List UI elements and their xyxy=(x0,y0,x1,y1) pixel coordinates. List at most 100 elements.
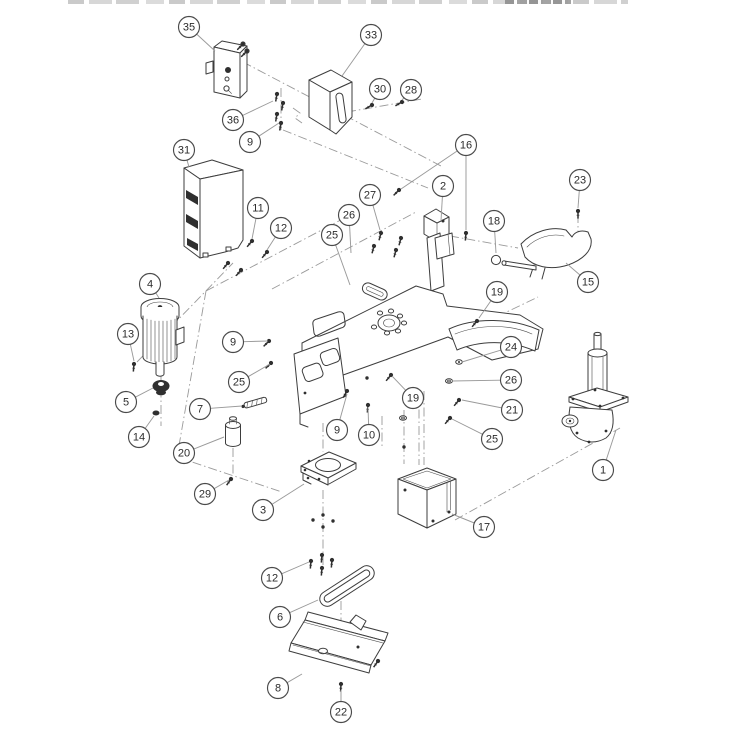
balloon-1: 1 xyxy=(591,458,615,482)
svg-text:25: 25 xyxy=(233,377,245,389)
leader-line-31 xyxy=(186,159,190,168)
svg-text:27: 27 xyxy=(364,190,376,202)
svg-text:22: 22 xyxy=(335,707,347,719)
leader-line-16 xyxy=(400,150,458,190)
svg-text:15: 15 xyxy=(582,277,594,289)
svg-text:25: 25 xyxy=(486,434,498,446)
balloon-4: 4 xyxy=(138,272,162,296)
leader-line-2 xyxy=(440,196,443,222)
svg-text:20: 20 xyxy=(178,448,190,460)
leader-line-19 xyxy=(391,375,407,391)
leader-line-25 xyxy=(335,244,351,286)
leader-line-15 xyxy=(565,262,581,276)
balloon-21: 21 xyxy=(500,398,524,422)
leader-line-19 xyxy=(478,300,492,319)
svg-text:21: 21 xyxy=(506,405,518,417)
balloon-30: 30 xyxy=(368,77,392,101)
balloon-25: 25 xyxy=(480,427,504,451)
balloon-5: 5 xyxy=(114,390,138,414)
part-spindle-assembly xyxy=(561,331,629,444)
part-adapter-plate xyxy=(300,451,357,486)
svg-text:3: 3 xyxy=(260,505,266,517)
leader-line-30 xyxy=(371,97,376,104)
balloon-10: 10 xyxy=(357,423,381,447)
svg-text:13: 13 xyxy=(122,329,134,341)
svg-text:29: 29 xyxy=(199,489,211,501)
leader-line-11 xyxy=(251,218,257,240)
svg-text:9: 9 xyxy=(247,137,253,149)
balloon-2: 2 xyxy=(431,174,455,198)
svg-text:16: 16 xyxy=(460,140,472,152)
svg-text:9: 9 xyxy=(334,425,340,437)
svg-text:19: 19 xyxy=(491,287,503,299)
balloon-12: 12 xyxy=(269,216,293,240)
part-upright-bracket xyxy=(423,208,455,292)
svg-text:2: 2 xyxy=(440,181,446,193)
leader-line-35 xyxy=(196,33,216,52)
balloon-23: 23 xyxy=(568,168,592,192)
balloon-31: 31 xyxy=(172,138,196,162)
cropped-header-text xyxy=(68,0,628,4)
svg-text:5: 5 xyxy=(123,397,129,409)
part-capacitor xyxy=(225,416,241,447)
leader-line-9 xyxy=(243,340,269,343)
leader-line-25 xyxy=(451,418,483,435)
leader-line-25 xyxy=(247,363,271,378)
leader-line-26 xyxy=(349,225,352,254)
balloon-7: 7 xyxy=(188,397,212,421)
svg-text:26: 26 xyxy=(505,375,517,387)
leader-line-13 xyxy=(129,344,135,362)
svg-text:7: 7 xyxy=(197,404,203,416)
svg-text:26: 26 xyxy=(343,210,355,222)
leader-line-33 xyxy=(341,43,366,77)
svg-text:36: 36 xyxy=(227,115,239,127)
leader-line-29 xyxy=(213,479,230,490)
balloon-28: 28 xyxy=(399,78,423,102)
part-pivot-pin xyxy=(241,396,268,409)
leader-line-9 xyxy=(258,122,280,137)
part-drive-belt xyxy=(319,565,375,607)
part-switch-cover xyxy=(308,69,353,135)
balloon-16: 16 xyxy=(454,133,478,157)
fasteners xyxy=(130,90,581,693)
svg-text:12: 12 xyxy=(275,223,287,235)
balloon-26: 26 xyxy=(337,203,361,227)
balloon-26: 26 xyxy=(499,368,523,392)
leader-line-10 xyxy=(367,406,370,425)
leader-line-12 xyxy=(266,236,276,251)
balloon-15: 15 xyxy=(576,270,600,294)
balloon-18: 18 xyxy=(482,209,506,233)
part-chip-box xyxy=(397,467,457,529)
part-shaft-nut xyxy=(152,410,160,416)
leader-line-20 xyxy=(193,436,225,450)
balloon-12: 12 xyxy=(260,566,284,590)
balloon-6: 6 xyxy=(268,605,292,629)
balloon-20: 20 xyxy=(172,441,196,465)
leader-lines xyxy=(129,33,617,702)
balloon-13: 13 xyxy=(116,322,140,346)
svg-text:10: 10 xyxy=(363,430,375,442)
svg-text:33: 33 xyxy=(365,30,377,42)
balloon-9: 9 xyxy=(221,330,245,354)
leader-line-4 xyxy=(155,292,160,299)
balloon-19: 19 xyxy=(401,386,425,410)
balloon-35: 35 xyxy=(177,15,201,39)
svg-text:28: 28 xyxy=(405,85,417,97)
part-motor xyxy=(140,298,185,377)
part-knob-ball xyxy=(490,254,502,266)
balloon-24: 24 xyxy=(499,335,523,359)
svg-text:1: 1 xyxy=(600,465,606,477)
part-blade-guard xyxy=(490,228,592,280)
svg-text:8: 8 xyxy=(275,683,281,695)
balloon-27: 27 xyxy=(358,183,382,207)
svg-text:17: 17 xyxy=(478,522,490,534)
svg-text:23: 23 xyxy=(574,175,586,187)
leader-line-27 xyxy=(372,204,381,231)
svg-text:19: 19 xyxy=(407,393,419,405)
leader-line-5 xyxy=(135,387,154,398)
cropped-header-text-dark xyxy=(505,0,571,4)
leader-line-3 xyxy=(271,483,305,505)
